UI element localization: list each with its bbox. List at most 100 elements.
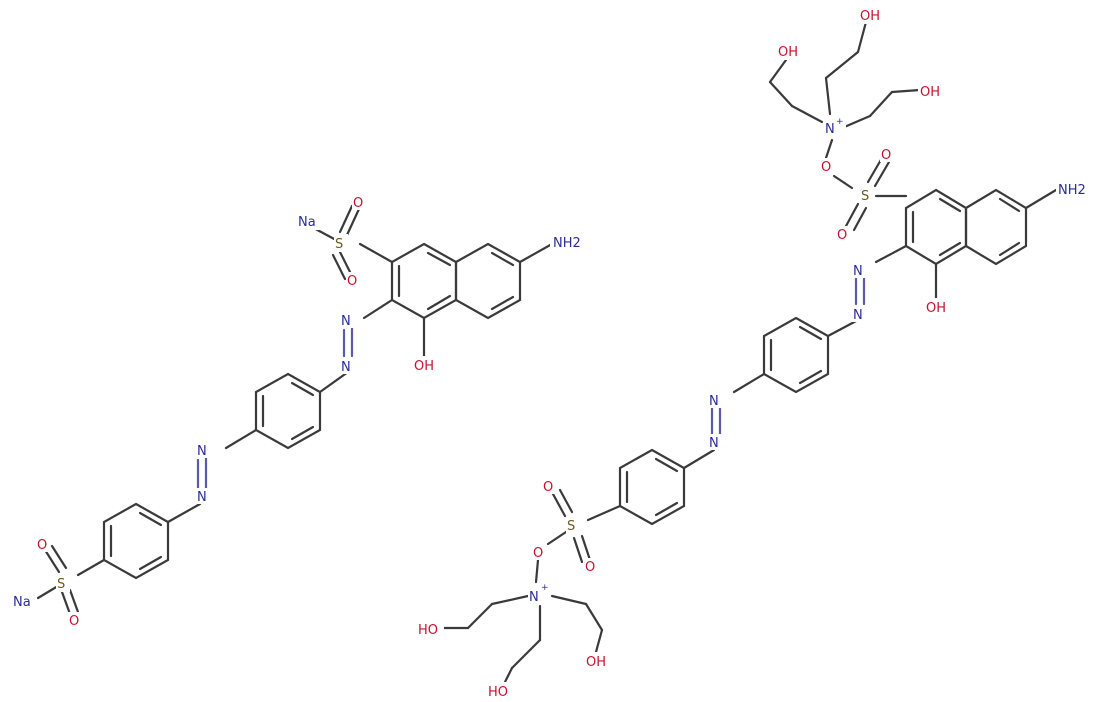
bond-n-c xyxy=(682,448,716,470)
nitrogen-label: N xyxy=(853,308,863,323)
oxygen-label: O xyxy=(821,160,831,175)
label-bg xyxy=(542,478,556,494)
label-bg xyxy=(860,186,874,204)
bond-c-n xyxy=(362,298,394,320)
hydroxyl-label: OH xyxy=(414,359,434,374)
label-bg xyxy=(528,584,550,604)
left-atom-labels: Na S O O NH2 N N OH N N O S O N xyxy=(12,194,584,629)
label-bg xyxy=(852,262,866,278)
bond-s-o xyxy=(50,544,68,570)
bond-n-c xyxy=(826,318,860,338)
label-bg xyxy=(550,233,584,251)
label-bg xyxy=(566,516,580,534)
label-bg xyxy=(836,226,850,242)
double-bond xyxy=(938,197,962,213)
hydroxyl-label: OH xyxy=(860,9,880,24)
label-bg xyxy=(486,682,514,700)
left-benzene-ring-middle xyxy=(254,372,322,450)
ammonium-nitrogen-label: N xyxy=(529,590,539,605)
right-naphthalene-ring-b xyxy=(964,188,1028,266)
oxygen-label: O xyxy=(69,614,79,629)
positive-charge-label: + xyxy=(836,117,844,127)
double-bond xyxy=(938,241,962,257)
left-naphthalene-ring-a xyxy=(390,242,458,320)
label-bg xyxy=(584,558,598,574)
ammonium-nitrogen-label: N xyxy=(825,122,835,137)
right-benzene-ring-middle xyxy=(762,316,830,394)
oxygen-label: O xyxy=(881,148,891,163)
sulfur-label: S xyxy=(335,237,343,252)
label-bg xyxy=(584,652,612,670)
bond-s-o xyxy=(844,202,860,228)
bond-c-c xyxy=(768,80,794,108)
bond-s-o xyxy=(873,160,891,188)
nitrogen-label: N xyxy=(709,436,719,451)
label-bg xyxy=(12,592,36,610)
hydroxyl-label: OH xyxy=(586,655,606,670)
right-naphthalene-ring-a xyxy=(904,188,968,266)
bond-c-nh2 xyxy=(1024,188,1058,210)
label-bg xyxy=(708,434,722,450)
double-bond xyxy=(290,381,315,397)
bond-s-o xyxy=(866,156,884,184)
oxygen-label: O xyxy=(543,480,553,495)
hydroxyl-label: HO xyxy=(418,623,438,638)
label-bg xyxy=(346,272,360,288)
label-bg xyxy=(820,158,834,174)
positive-charge-label: + xyxy=(541,583,549,593)
bond-c-o xyxy=(890,88,922,94)
label-bg xyxy=(196,488,210,504)
bond-n-c xyxy=(166,502,202,524)
oxygen-label: O xyxy=(347,274,357,289)
bond-s-o xyxy=(580,534,592,562)
bond-n-c xyxy=(318,370,350,394)
amine-label: NH2 xyxy=(553,236,581,251)
bond-n-c xyxy=(824,76,832,116)
bond-s-o xyxy=(331,253,347,281)
double-bond xyxy=(426,251,452,267)
label-bg xyxy=(708,392,722,408)
oxygen-label: O xyxy=(533,546,543,561)
bond-c-s xyxy=(76,558,106,577)
double-bond xyxy=(798,325,823,341)
bond-c-o xyxy=(856,20,868,54)
double-bond xyxy=(998,241,1021,257)
label-bg xyxy=(340,312,354,328)
sulfur-label: S xyxy=(567,519,575,534)
label-bg xyxy=(1056,180,1100,198)
bond-c-s xyxy=(586,504,622,522)
bond-c-o xyxy=(594,628,604,654)
left-naphthalene-ring-b xyxy=(454,242,522,320)
label-bg xyxy=(858,6,884,24)
oxygen-label: O xyxy=(585,560,595,575)
bond-n-o xyxy=(824,138,834,160)
bond-n-c xyxy=(490,594,530,606)
double-bond xyxy=(290,425,315,441)
double-bond xyxy=(798,369,823,385)
label-bg xyxy=(924,298,950,316)
bond-o-n xyxy=(534,558,540,584)
hydroxyl-label: OH xyxy=(920,85,940,100)
label-bg xyxy=(340,358,354,374)
nitrogen-label: N xyxy=(197,490,207,505)
label-bg xyxy=(852,306,866,322)
double-bond xyxy=(138,555,163,571)
label-bg xyxy=(68,612,82,628)
bond-s-o xyxy=(558,488,574,514)
label-bg xyxy=(56,574,70,592)
right-molecule: OH OH OH N + O S O O NH2 N N OH N xyxy=(416,6,1100,700)
double-bond xyxy=(654,457,679,473)
double-bond xyxy=(490,251,515,267)
bond-c-c xyxy=(510,638,542,670)
label-bg xyxy=(296,212,320,230)
bond-n-c xyxy=(840,114,872,130)
right-benzene-ring-bottom xyxy=(618,448,686,526)
bond-s-o xyxy=(338,204,354,234)
bond-c-s xyxy=(358,242,394,264)
bond-c-c xyxy=(868,90,894,118)
bond-c-n xyxy=(224,428,258,450)
label-bg xyxy=(334,234,348,252)
bond-s-o xyxy=(345,207,361,237)
amine-label: NH2 xyxy=(1058,183,1086,198)
